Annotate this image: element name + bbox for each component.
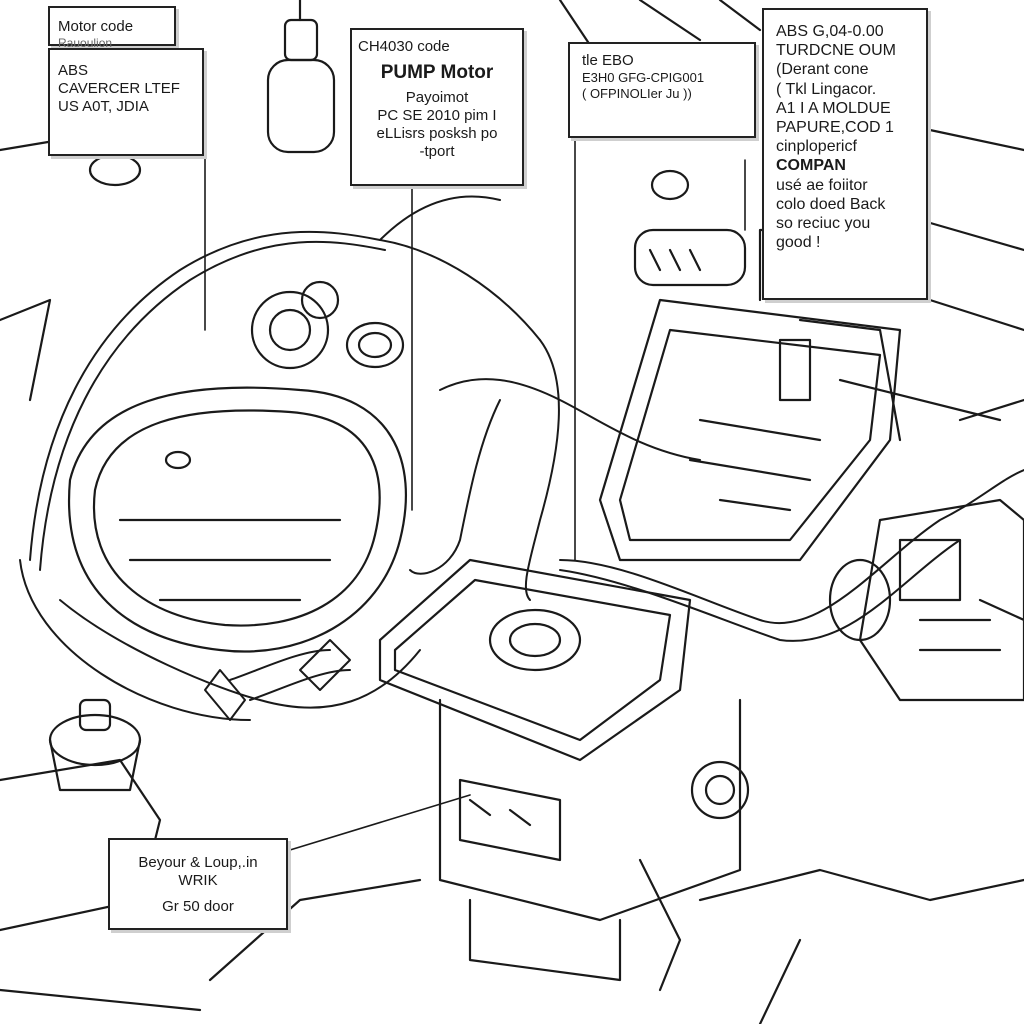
motor-code-subtitle: Rauoulion — [58, 36, 113, 50]
pump-motor-title: PUMP Motor — [380, 62, 494, 83]
abs-module-line6: PAPURE,COD 1 — [776, 118, 894, 136]
pump-motor-code: CH4030 code — [358, 38, 450, 55]
pump-cylinder — [266, 0, 336, 154]
pump-motor-line1: Payoimot — [405, 88, 469, 106]
abs-module-line3: (Derant cone — [776, 61, 869, 79]
label-motor-code: Motor code Rauoulion — [48, 6, 176, 50]
abs-module-line12: good ! — [776, 234, 821, 252]
pump-motor-line2: PC SE 2010 pim I — [377, 106, 497, 124]
label-pump-motor: CH4030 code PUMP Motor Payoimot PC SE 20… — [350, 28, 524, 186]
intake-cover — [67, 386, 408, 653]
bottom-line3: Gr 50 door — [162, 898, 234, 915]
ebo-line1: tle EBO — [582, 52, 634, 69]
label-abs-module: ABS G,04-0.00 TURDCNE OUM (Derant cone (… — [762, 8, 928, 300]
abs-module-line2: TURDCNE OUM — [776, 42, 896, 60]
bottom-line2: WRIK — [178, 872, 218, 889]
abs-line1: ABS — [58, 62, 89, 79]
pump-motor-line4: -tport — [419, 142, 455, 160]
pump-motor-line3: eLLisrs posksh po — [376, 124, 498, 142]
motor-code-title: Motor code — [58, 18, 134, 35]
abs-module-line11: so reciuc you — [776, 214, 871, 232]
abs-module-line9: usé ae foiitor — [776, 176, 868, 194]
wiring-harness — [19, 195, 1024, 721]
ebo-line2: E3H0 GFG-CPIG001 — [582, 70, 705, 85]
pump-housing-right — [828, 498, 1024, 702]
abs-module-line4: ( Tkl Lingacor. — [776, 80, 877, 98]
reservoir-left — [48, 698, 142, 792]
master-cylinder-block — [378, 558, 750, 992]
abs-module — [598, 228, 902, 562]
label-bottom: Beyour & Loup,.in WRIK Gr 50 door — [108, 838, 288, 930]
abs-module-line10: colo doed Back — [776, 195, 886, 213]
abs-line3: US A0T, JDIA — [58, 98, 149, 115]
abs-module-line1: ABS G,04-0.00 — [776, 23, 884, 40]
abs-module-line8: COMPAN — [776, 157, 846, 175]
abs-line2: CAVERCER LTEF — [58, 80, 180, 97]
leader-lines — [204, 137, 746, 851]
ebo-line3: ( OFPINOLIer Ju )) — [582, 85, 692, 101]
label-ebo: tle EBO E3H0 GFG-CPIG001 ( OFPINOLIer Ju… — [568, 42, 756, 138]
bottom-line1: Beyour & Loup,.in — [138, 854, 258, 871]
abs-module-line7: cinplopericf — [776, 138, 857, 156]
label-abs-cavercer: ABS CAVERCER LTEF US A0T, JDIA — [48, 48, 204, 156]
abs-module-line5: A1 I A MOLDUE — [776, 99, 891, 117]
gear-assembly — [250, 280, 405, 370]
upper-fittings — [88, 153, 747, 287]
